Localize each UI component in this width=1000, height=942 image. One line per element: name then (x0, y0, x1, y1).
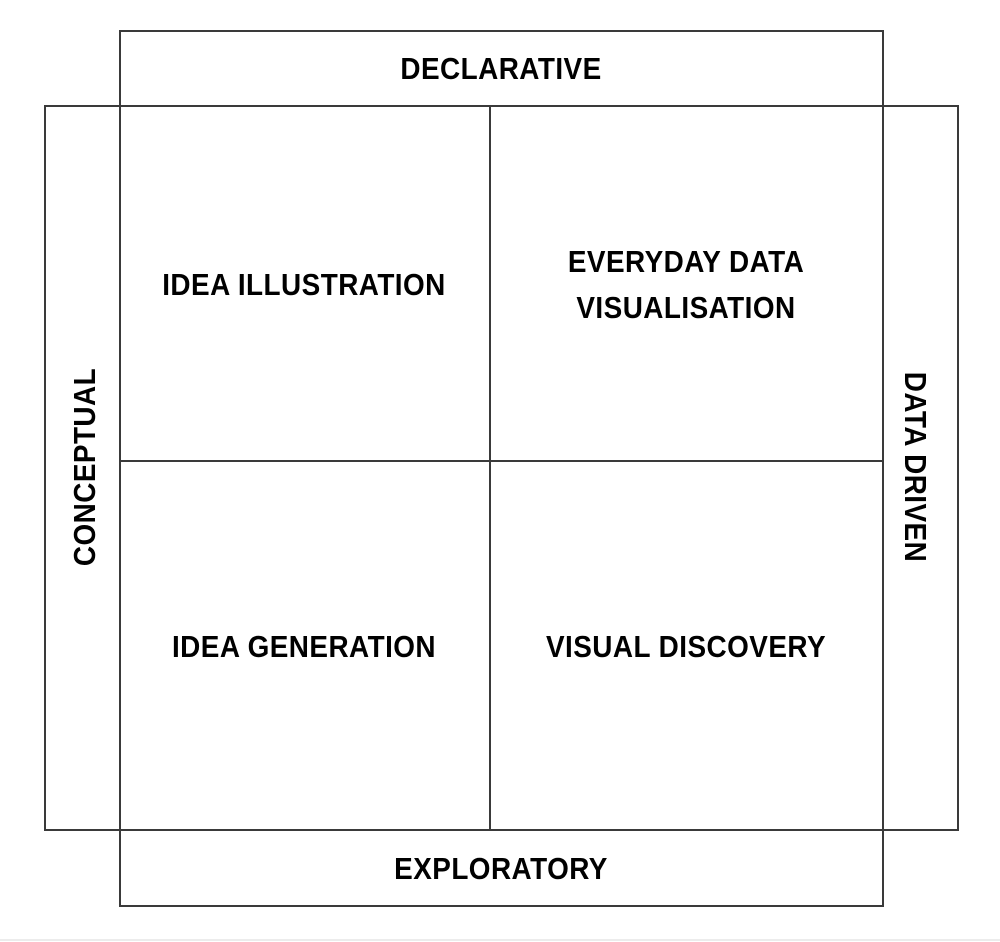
quadrant-top-right-label-line2: VISUALISATION (576, 290, 796, 325)
quadrant-bottom-left-label: IDEA GENERATION (171, 629, 437, 664)
quadrant-top-left-label: IDEA ILLUSTRATION (162, 267, 446, 302)
axis-label-top: DECLARATIVE (400, 51, 602, 86)
center-vertical-divider (489, 105, 491, 831)
axis-label-right: DATA DRIVEN (898, 371, 933, 563)
bottom-axis-box (119, 829, 884, 907)
axis-label-bottom: EXPLORATORY (394, 851, 608, 886)
quadrant-top-right-label-line1: EVERYDAY DATA (567, 244, 805, 279)
quadrant-bottom-right-label: VISUAL DISCOVERY (545, 629, 827, 664)
page-bottom-rule (0, 939, 1000, 941)
center-horizontal-divider (119, 460, 884, 462)
right-inner-divider (882, 105, 884, 831)
axis-label-left: CONCEPTUAL (67, 367, 102, 567)
middle-band-box (44, 105, 959, 831)
left-inner-divider (119, 105, 121, 831)
